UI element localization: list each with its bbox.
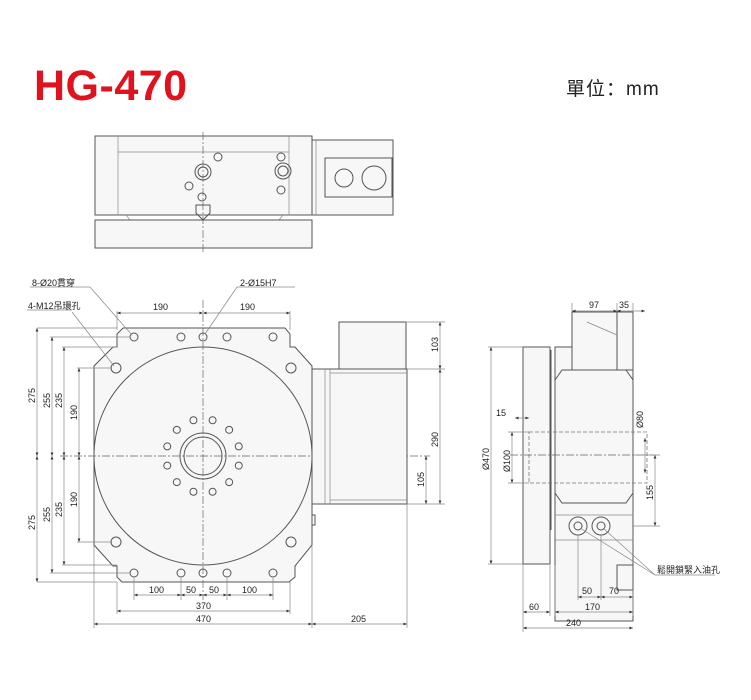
dim-470: 470	[196, 614, 211, 624]
dim-190-left: 190	[153, 302, 168, 312]
eyebolt-hole	[285, 536, 297, 548]
dim-50-left: 50	[186, 585, 196, 595]
bolt-hole	[208, 487, 217, 496]
dim-370: 370	[196, 601, 211, 611]
dim-235-lower: 235	[54, 502, 64, 517]
oil-port-label: 鬆開鎖緊入油孔	[657, 564, 720, 575]
dim-50-side: 50	[582, 586, 592, 596]
dim-240-side: 240	[566, 618, 581, 628]
dim-190-lower: 190	[69, 492, 79, 507]
dim-275-upper: 275	[27, 388, 37, 403]
front-view	[27, 286, 445, 628]
plate-hole	[268, 332, 278, 342]
pin-holes-label: 2-Ø15H7	[240, 278, 277, 288]
plate-hole	[222, 568, 232, 578]
dim-190-right: 190	[240, 302, 255, 312]
bolt-hole	[172, 425, 181, 434]
top-view	[94, 132, 394, 252]
plate-hole	[222, 332, 232, 342]
model-title: HG-470	[34, 62, 188, 110]
dim-dia-80: Ø80	[635, 411, 645, 428]
dim-97: 97	[589, 300, 599, 310]
eyebolt-holes-label: 4-M12吊環孔	[28, 301, 81, 311]
dim-100-left: 100	[149, 585, 164, 595]
eyebolt-hole	[285, 362, 297, 374]
dim-50-right: 50	[209, 585, 219, 595]
dim-255-upper: 255	[42, 393, 52, 408]
plate-hole	[268, 568, 278, 578]
unit-label: 單位：mm	[566, 79, 660, 100]
plate-hole	[176, 568, 186, 578]
dim-290: 290	[430, 432, 440, 447]
dim-dia-470: Ø470	[481, 448, 491, 470]
dim-255-lower: 255	[42, 507, 52, 522]
bolt-hole	[208, 416, 217, 425]
dim-205: 205	[351, 614, 366, 624]
bolt-hole	[163, 461, 172, 470]
bolt-hole	[225, 478, 234, 487]
dim-100-right: 100	[242, 585, 257, 595]
through-holes-label: 8-Ø20貫穿	[32, 277, 75, 288]
bolt-hole	[163, 442, 172, 451]
bolt-hole	[234, 442, 243, 451]
plate-hole	[198, 568, 208, 578]
bolt-hole	[225, 425, 234, 434]
bolt-hole	[172, 478, 181, 487]
dim-103: 103	[430, 337, 440, 352]
dim-170-side: 170	[585, 602, 600, 612]
dim-70-side: 70	[609, 586, 619, 596]
bolt-hole	[234, 461, 243, 470]
dim-15: 15	[496, 408, 506, 418]
dim-35: 35	[619, 300, 629, 310]
bolt-hole	[189, 487, 198, 496]
dim-275-lower: 275	[27, 515, 37, 530]
dim-105: 105	[416, 472, 426, 487]
side-view	[488, 303, 715, 632]
dim-235-upper: 235	[54, 393, 64, 408]
plate-hole	[198, 332, 208, 342]
dim-155: 155	[645, 485, 655, 500]
dim-dia-100: Ø100	[502, 450, 512, 472]
bolt-hole	[189, 416, 198, 425]
dim-60-side: 60	[529, 602, 539, 612]
dim-190-upper: 190	[69, 405, 79, 420]
plate-hole	[176, 332, 186, 342]
